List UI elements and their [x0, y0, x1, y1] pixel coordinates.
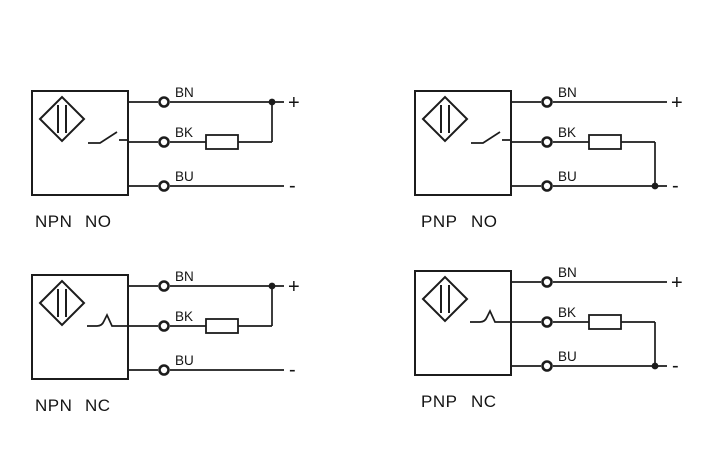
polarity-negative: -: [672, 175, 679, 197]
junction-dot: [651, 362, 659, 370]
wire-label: BN: [175, 85, 194, 100]
wire-label: BN: [558, 85, 577, 100]
load-resistor: [588, 134, 622, 150]
wiring-diagram-npn-no: BN + BK BU - NPN NO: [31, 85, 300, 231]
caption-transistor-type: NPN: [35, 212, 72, 231]
terminal-circle: [158, 364, 170, 376]
terminal-circle: [541, 360, 553, 372]
caption-contact-type: NC: [471, 392, 497, 411]
wire-bn: BN +: [511, 85, 683, 114]
terminal-circle: [541, 96, 553, 108]
terminal-circle: [158, 96, 170, 108]
wire-label: BK: [558, 305, 576, 320]
switch-no-icon: [88, 131, 127, 144]
terminal-circle: [541, 180, 553, 192]
polarity-negative: -: [289, 175, 296, 197]
sensor-body: [31, 90, 129, 196]
wire-bk: BK: [511, 125, 656, 186]
load-resistor: [588, 314, 622, 330]
junction-dot: [651, 182, 659, 190]
caption-contact-type: NO: [471, 212, 498, 231]
wire-bu: BU -: [128, 169, 296, 197]
terminal-circle: [158, 136, 170, 148]
wire-bu: BU -: [128, 353, 296, 381]
sensor-body: [31, 274, 129, 380]
caption-transistor-type: PNP: [421, 212, 457, 231]
terminal-circle: [541, 316, 553, 328]
caption-transistor-type: NPN: [35, 396, 72, 415]
wire-label: BU: [558, 349, 577, 364]
sensor-symbol-icon: [421, 275, 469, 323]
wire-label: BU: [558, 169, 577, 184]
load-resistor: [205, 318, 239, 334]
sensor-body: [414, 270, 512, 376]
wiring-diagram-npn-nc: BN + BK BU - NPN NC: [31, 269, 300, 415]
wire-bn: BN +: [128, 269, 300, 298]
sensor-symbol-icon: [421, 95, 469, 143]
polarity-positive: +: [671, 92, 683, 114]
wire-label: BN: [175, 269, 194, 284]
sensor-body: [414, 90, 512, 196]
wire-label: BN: [558, 265, 577, 280]
wire-bn: BN +: [128, 85, 300, 114]
terminal-circle: [158, 180, 170, 192]
polarity-negative: -: [289, 359, 296, 381]
wire-bu: BU -: [511, 169, 679, 197]
polarity-positive: +: [671, 272, 683, 294]
wiring-diagram-pnp-nc: BN + BK BU - PNP NC: [414, 265, 683, 411]
switch-nc-icon: [87, 313, 127, 327]
polarity-positive: +: [288, 276, 300, 298]
switch-nc-icon: [470, 309, 510, 323]
wire-bu: BU -: [511, 349, 679, 377]
wire-bn: BN +: [511, 265, 683, 294]
terminal-circle: [541, 136, 553, 148]
wire-label: BK: [175, 125, 193, 140]
polarity-positive: +: [288, 92, 300, 114]
wire-label: BK: [175, 309, 193, 324]
wire-bk: BK: [128, 102, 273, 150]
caption-transistor-type: PNP: [421, 392, 457, 411]
wire-bk: BK: [511, 305, 656, 366]
polarity-negative: -: [672, 355, 679, 377]
junction-dot: [268, 98, 276, 106]
caption-contact-type: NO: [85, 212, 112, 231]
wire-label: BU: [175, 353, 194, 368]
wire-label: BU: [175, 169, 194, 184]
sensor-symbol-icon: [38, 279, 86, 327]
terminal-circle: [158, 280, 170, 292]
terminal-circle: [541, 276, 553, 288]
terminal-circle: [158, 320, 170, 332]
wire-bk: BK: [128, 286, 273, 334]
load-resistor: [205, 134, 239, 150]
switch-no-icon: [471, 131, 510, 144]
sensor-symbol-icon: [38, 95, 86, 143]
caption-contact-type: NC: [85, 396, 111, 415]
wiring-diagram-pnp-no: BN + BK BU - PNP NO: [414, 85, 683, 231]
wire-label: BK: [558, 125, 576, 140]
